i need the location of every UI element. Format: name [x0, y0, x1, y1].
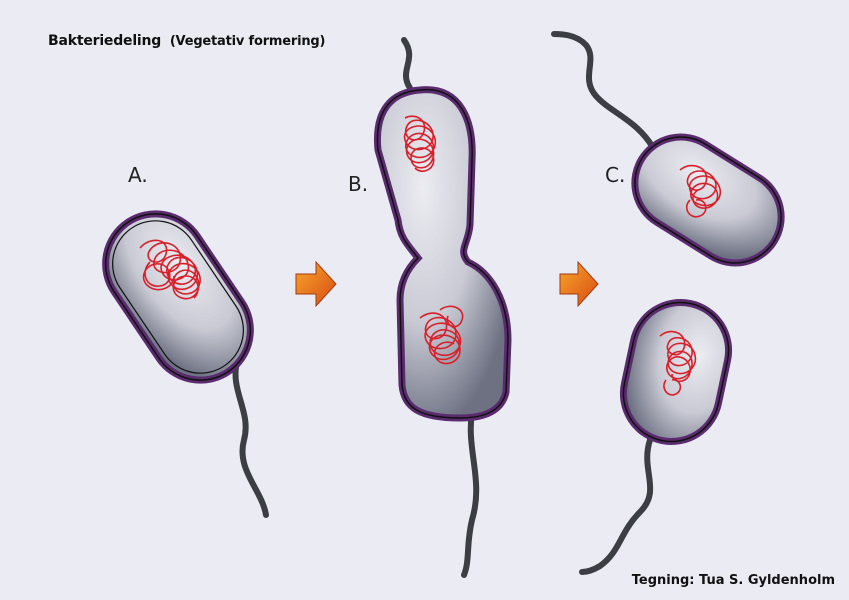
dna-b-top — [403, 115, 437, 172]
dna-b-bottom — [419, 305, 464, 365]
dna-a — [139, 239, 201, 300]
bacterium-a — [102, 210, 269, 518]
cell-membrane-b — [373, 86, 512, 422]
stage-label-b: B. — [348, 172, 369, 196]
progress-arrow-2 — [559, 260, 599, 308]
stage-label-c: C. — [605, 163, 626, 187]
stage-label-a: A. — [128, 163, 148, 187]
bacterium-b — [373, 37, 512, 578]
artist-credit: Tegning: Tua S. Gyldenholm — [631, 573, 835, 588]
title-sub: (Vegetativ formering) — [169, 34, 326, 49]
flagellum-c-bottom — [579, 437, 654, 575]
title-main: Bakteriedeling — [48, 33, 162, 49]
bacterium-c-top — [551, 31, 785, 267]
progress-arrow-1 — [295, 260, 337, 308]
cell-membrane-c-top — [631, 133, 785, 267]
diagram-title: Bakteriedeling (Vegetativ formering) — [48, 33, 325, 49]
flagellum-c-top — [551, 31, 655, 149]
dna-c-bottom — [659, 330, 697, 396]
flagellum-b-top — [401, 37, 413, 91]
dna-c-top — [679, 164, 722, 218]
flagellum-b-bottom — [461, 409, 480, 578]
bacterium-c-bottom — [579, 298, 733, 575]
flagellum-a — [232, 355, 269, 518]
